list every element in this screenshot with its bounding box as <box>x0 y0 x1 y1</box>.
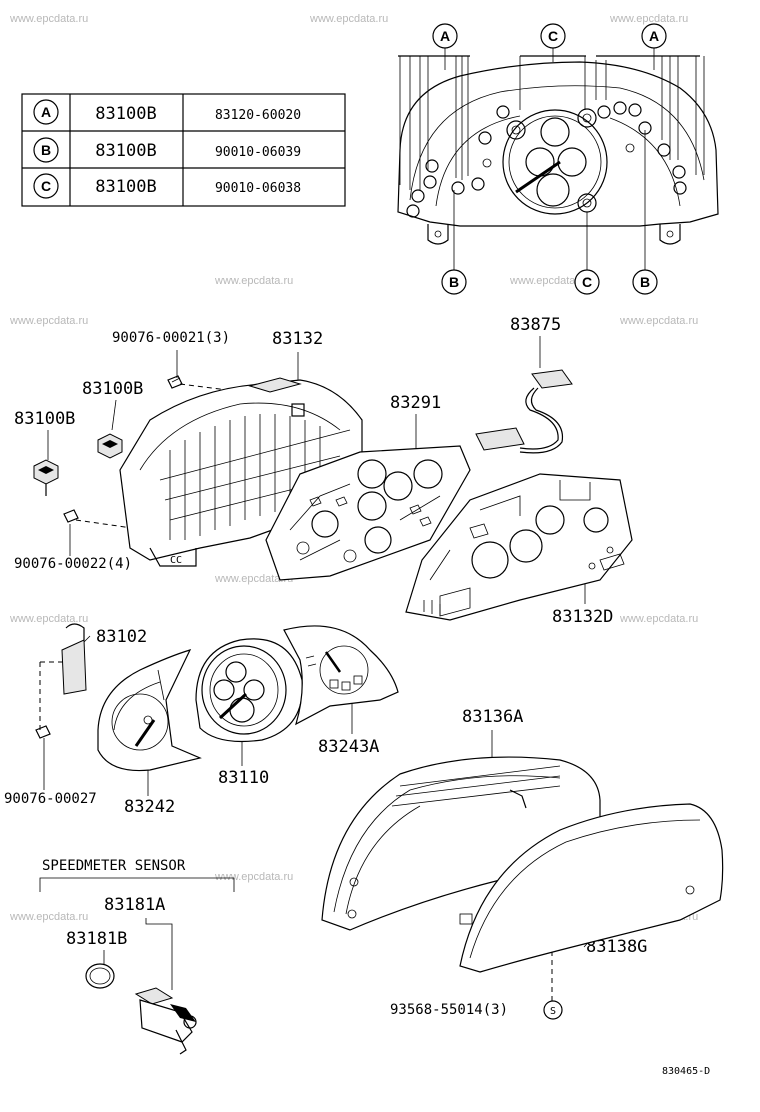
watermark: www.epcdata.ru <box>214 871 293 883</box>
label-83181b: 83181B <box>66 929 127 949</box>
watermark: www.epcdata.ru <box>9 315 88 327</box>
label-90076-00022: 90076-00022(4) <box>14 556 132 572</box>
label-83242: 83242 <box>124 797 175 817</box>
cluster-ref-c: C <box>540 23 566 49</box>
table-key: A <box>41 104 51 120</box>
socket-83100b <box>97 433 123 459</box>
watermark: www.epcdata.ru <box>9 13 88 25</box>
dial-plate-83242 <box>97 649 202 772</box>
meter-hood-83136a <box>321 756 601 931</box>
label-83291: 83291 <box>390 393 441 413</box>
cluster-ref-b: B <box>632 269 658 295</box>
label-83100b: 83100B <box>14 409 75 429</box>
gauge-83243a <box>283 625 399 726</box>
label-83136a: 83136A <box>462 707 523 727</box>
cluster-ref-c: C <box>574 269 600 295</box>
table-number: 90010-06038 <box>215 181 301 196</box>
table-key: B <box>41 142 51 158</box>
label-93568-55014: 93568-55014(3) <box>390 1002 508 1018</box>
svg-text:B: B <box>449 274 459 290</box>
cluster-ref-a: A <box>641 23 667 49</box>
bulb-sockets <box>406 101 687 218</box>
svg-text:A: A <box>440 28 450 44</box>
watermark: www.epcdata.ru <box>309 13 388 25</box>
label-83132: 83132 <box>272 329 323 349</box>
label-83100b: 83100B <box>82 379 143 399</box>
svg-text:C: C <box>582 274 592 290</box>
watermark: www.epcdata.ru <box>9 911 88 923</box>
speedometer-sensor-title: SPEEDMETER SENSOR <box>42 858 186 874</box>
label-83132d: 83132D <box>552 607 613 627</box>
watermark: www.epcdata.ru <box>9 613 88 625</box>
svg-text:C: C <box>548 28 558 44</box>
label-83138g: 83138G <box>586 937 647 957</box>
cluster-ref-a: A <box>432 23 458 49</box>
cluster-ref-b: B <box>441 269 467 295</box>
table-part: 83100B <box>95 177 156 197</box>
cluster-rear-view: A C A B C B <box>397 23 719 295</box>
speed-sensor-83181a <box>134 987 197 1055</box>
table-part: 83100B <box>95 104 156 124</box>
svg-text:B: B <box>640 274 650 290</box>
watermark: www.epcdata.ru <box>609 13 688 25</box>
watermark: www.epcdata.ru <box>619 613 698 625</box>
table-row: A 83100B 83120-60020 <box>33 99 301 125</box>
odometer-83102 <box>61 623 91 695</box>
label-83875: 83875 <box>510 315 561 335</box>
table-number: 83120-60020 <box>215 108 301 123</box>
meter-glass-83138g <box>459 803 724 973</box>
label-83102: 83102 <box>96 627 147 647</box>
socket-83100b <box>33 459 59 496</box>
screw-90076-00022 <box>63 509 79 523</box>
label-83110: 83110 <box>218 768 269 788</box>
watermark: www.epcdata.ru <box>214 275 293 287</box>
label-83181a: 83181A <box>104 895 165 915</box>
speedometer-83110 <box>195 638 303 743</box>
watermark: www.epcdata.ru <box>214 573 293 585</box>
watermark: www.epcdata.ru <box>509 275 588 287</box>
table-part: 83100B <box>95 141 156 161</box>
svg-text:A: A <box>649 28 659 44</box>
diagram-code: 830465-D <box>662 1066 710 1077</box>
svg-text:S: S <box>550 1006 556 1017</box>
watermark: www.epcdata.ru <box>619 315 698 327</box>
circuit-plate-83132d <box>405 473 633 621</box>
screw-symbol: S <box>543 1000 563 1020</box>
label-83243a: 83243A <box>318 737 379 757</box>
screw-90076-00021 <box>167 375 183 389</box>
label-90076-00027: 90076-00027 <box>4 791 97 807</box>
table-row: C 83100B 90010-06038 <box>33 173 301 199</box>
table-key: C <box>41 178 51 194</box>
o-ring-83181b <box>85 963 115 989</box>
wire-harness-83875 <box>475 369 573 454</box>
reference-table: A 83100B 83120-60020 B 83100B 90010-0603… <box>21 93 346 207</box>
table-row: B 83100B 90010-06039 <box>33 137 301 163</box>
screw-90076-00027 <box>35 725 51 739</box>
label-90076-00021: 90076-00021(3) <box>112 330 230 346</box>
housing-mark: CC <box>170 555 182 566</box>
printed-circuit-83291 <box>265 445 471 581</box>
table-number: 90010-06039 <box>215 145 301 160</box>
